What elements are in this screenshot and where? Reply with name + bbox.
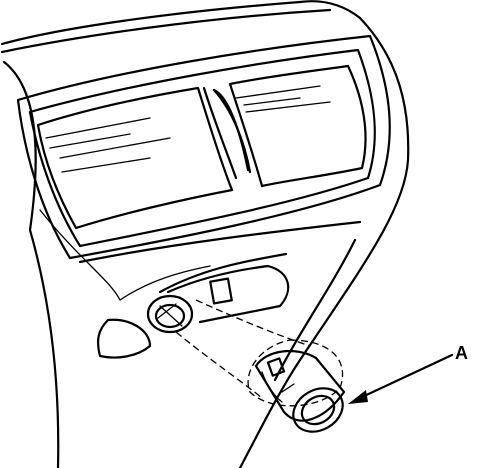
vent-bezel: [16, 34, 391, 260]
left-air-vent: [36, 86, 234, 230]
lower-console-panel: [78, 220, 362, 301]
callout-arrow: [348, 353, 454, 404]
dashboard-panel: [0, 0, 410, 468]
callout-label-a: A: [455, 343, 468, 363]
vent-adjuster: [202, 86, 252, 180]
right-air-vent: [228, 64, 367, 188]
accessory-socket-installed: [97, 264, 290, 359]
accessory-socket-removed: [254, 350, 346, 433]
